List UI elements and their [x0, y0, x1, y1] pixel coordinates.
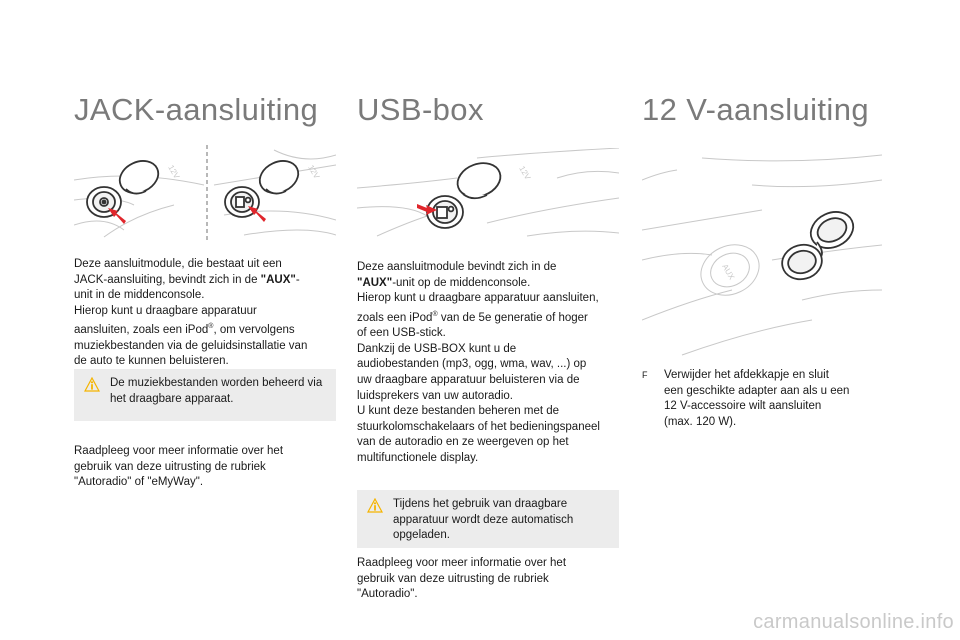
info-icon [367, 498, 383, 513]
figure-12v-socket: AUX [642, 150, 882, 360]
figure-label-aux: AUX [720, 263, 736, 282]
usb-description: Deze aansluitmodule bevindt zich in de "… [357, 261, 600, 464]
figure-label-12v-right: 12V [306, 164, 321, 181]
twelve-v-instruction-text: Verwijder het afdekkapje en sluit een ge… [664, 369, 850, 428]
figure-jack-connector: 12V 12V [74, 145, 336, 240]
usb-info-note: Tijdens het gebruik van draagbare appara… [357, 490, 619, 548]
watermark: carmanualsonline.info [753, 611, 954, 633]
jack-info-note: De muziekbestanden worden beheerd via he… [74, 369, 336, 421]
usb-note-text: Tijdens het gebruik van draagbare appara… [393, 498, 574, 542]
usb-reference: Raadpleeg voor meer informatie over het … [357, 557, 567, 601]
section-title-12v: 12 V-aansluiting [642, 92, 870, 127]
section-title-jack: JACK-aansluiting [74, 92, 319, 127]
figure-usb-box: 12V [357, 148, 619, 238]
figure-label-12v-usb: 12V [517, 165, 532, 182]
twelve-v-instruction: F Verwijder het afdekkapje en sluit een … [642, 368, 882, 438]
figure-label-12v-left: 12V [166, 164, 181, 181]
jack-note-text: De muziekbestanden worden beheerd via he… [110, 377, 323, 405]
jack-description: Deze aansluitmodule, die bestaat uit een… [74, 258, 308, 368]
jack-reference: Raadpleeg voor meer informatie over het … [74, 445, 284, 489]
info-icon [84, 377, 100, 392]
section-title-usb: USB-box [357, 92, 484, 127]
bullet-marker: F [642, 370, 648, 380]
